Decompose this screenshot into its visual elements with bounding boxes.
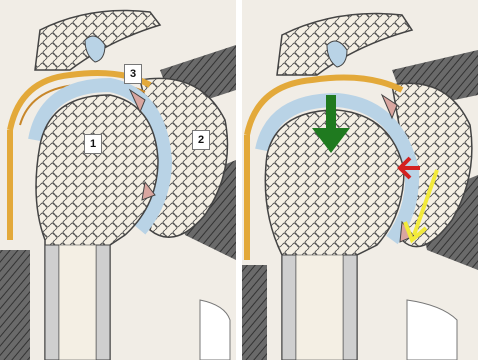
label-labrum: 3 bbox=[124, 64, 142, 84]
label-glenoid: 2 bbox=[192, 130, 210, 150]
left-panel: 1 2 3 bbox=[0, 0, 236, 360]
right-panel bbox=[242, 0, 478, 360]
label-humeral-head: 1 bbox=[84, 134, 102, 154]
left-anatomy-illustration bbox=[0, 0, 236, 360]
right-anatomy-illustration bbox=[242, 0, 478, 360]
